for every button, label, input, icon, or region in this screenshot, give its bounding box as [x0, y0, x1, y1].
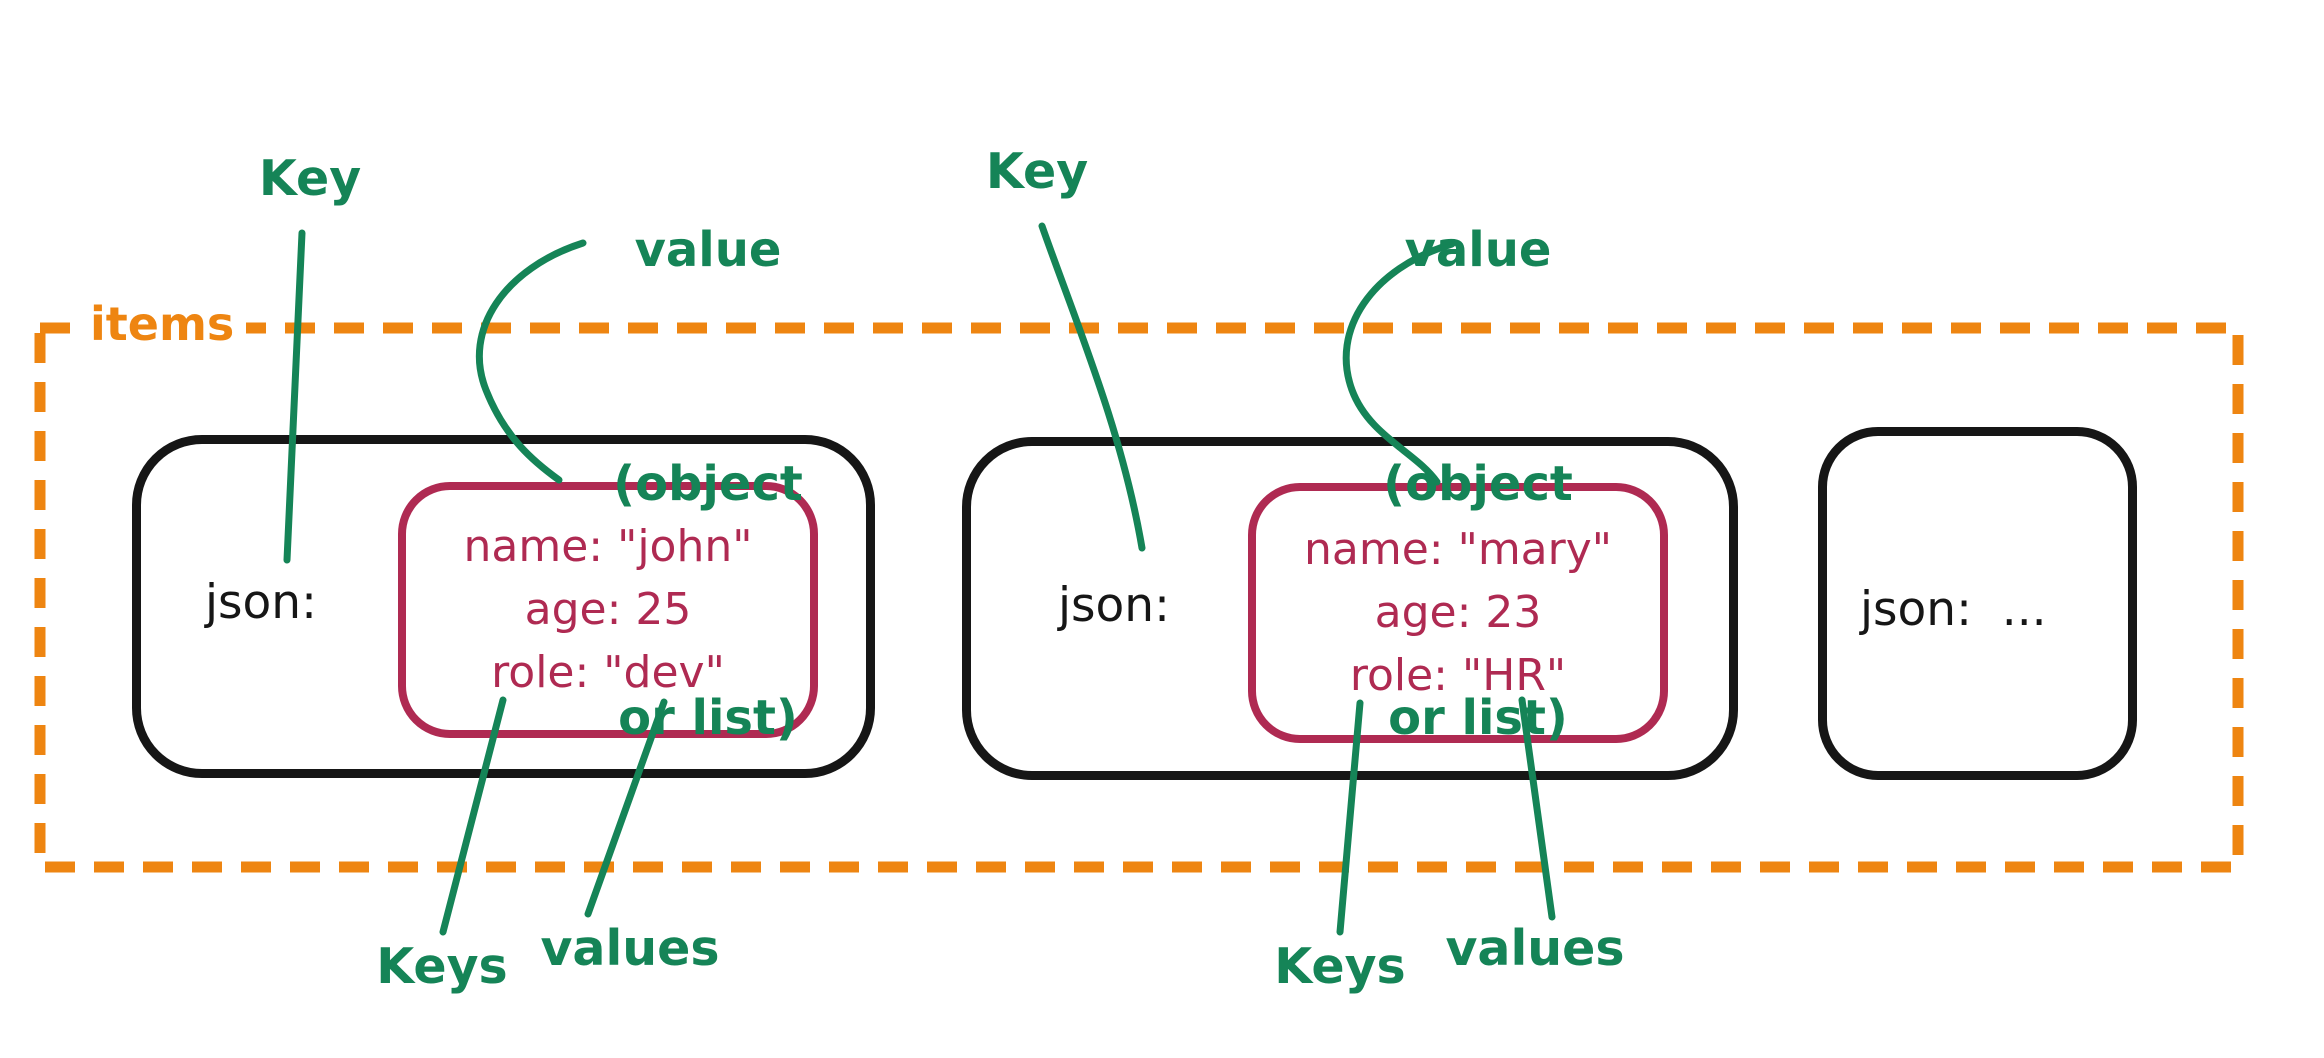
value-left-label-line2: (object	[613, 456, 803, 512]
value-left-label-line1: value	[634, 222, 782, 278]
value-left-label-line3: or list)	[618, 690, 798, 746]
value-left-label: value (object or list)	[613, 55, 803, 913]
values-left-label: values	[540, 920, 720, 977]
key-right-label: Key	[985, 143, 1089, 200]
keys-left-label: Keys	[376, 938, 508, 995]
value-right-label: value (object or list)	[1383, 55, 1573, 913]
value-right-label-line1: value	[1404, 222, 1552, 278]
keys-right-label: Keys	[1274, 938, 1406, 995]
key-left-label: Key	[258, 150, 362, 207]
record-3-key-label: json: ...	[1860, 582, 2047, 637]
value-right-label-line2: (object	[1383, 456, 1573, 512]
record-2-key-label: json:	[1058, 578, 1170, 633]
items-label: items	[78, 295, 247, 357]
record-1-key-label: json:	[205, 575, 317, 630]
value-right-label-line3: or list)	[1388, 690, 1568, 746]
values-right-label: values	[1445, 920, 1625, 977]
